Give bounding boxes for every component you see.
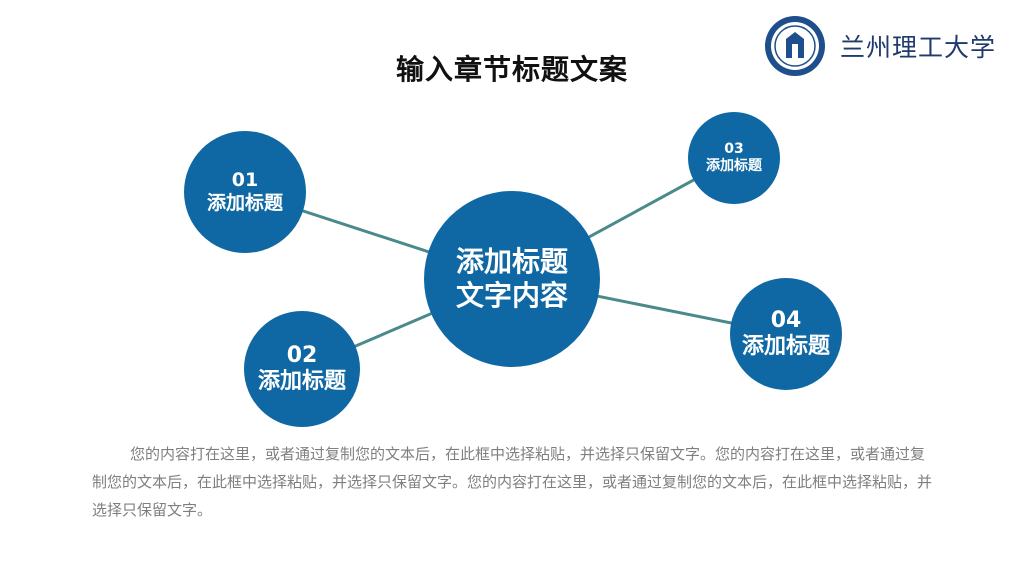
node-04: 04 添加标题 (730, 278, 842, 390)
node-number: 02 (286, 342, 318, 368)
node-label: 添加标题 (706, 158, 762, 174)
university-seal-icon (765, 16, 825, 76)
center-node: 添加标题 文字内容 (424, 191, 600, 367)
node-label: 添加标题 (206, 192, 283, 214)
node-label: 添加标题 (741, 334, 830, 359)
node-label: 添加标题 (257, 369, 346, 394)
node-02: 02 添加标题 (244, 311, 360, 427)
center-line-1: 添加标题 (455, 245, 568, 279)
node-01: 01 添加标题 (184, 131, 306, 253)
page-title: 输入章节标题文案 (395, 53, 628, 86)
body-paragraph: 您的内容打在这里，或者通过复制您的文本后，在此框中选择粘贴，并选择只保留文字。您… (92, 445, 933, 519)
node-03: 03 添加标题 (688, 112, 780, 204)
node-number: 04 (770, 307, 802, 333)
node-number: 03 (724, 141, 744, 158)
university-name: 兰州理工大学 (840, 33, 997, 62)
node-number: 01 (231, 169, 259, 192)
center-line-2: 文字内容 (455, 279, 568, 312)
